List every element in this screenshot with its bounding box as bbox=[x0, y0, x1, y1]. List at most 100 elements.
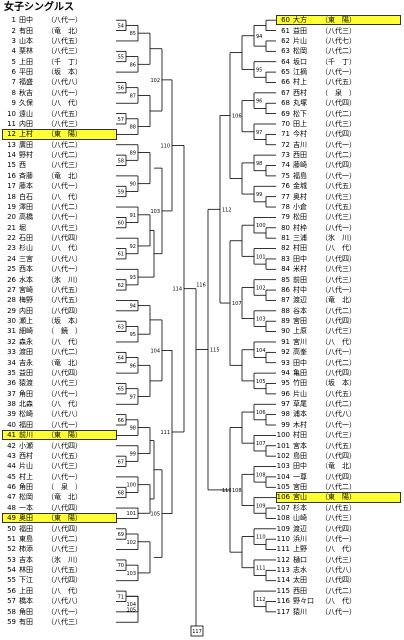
player-club: （八代三） bbox=[321, 275, 356, 284]
player-number: 83 bbox=[281, 254, 290, 263]
player-club: （八代三） bbox=[47, 161, 82, 170]
player-name: 高峯 bbox=[293, 348, 307, 357]
match-number: 93 bbox=[130, 275, 136, 281]
player-number: 10 bbox=[7, 109, 16, 118]
player-number: 42 bbox=[7, 441, 16, 450]
player-number: 54 bbox=[7, 566, 16, 575]
player-name: 田中 bbox=[293, 462, 307, 471]
player-club: （八代四） bbox=[47, 368, 82, 377]
player-number: 91 bbox=[281, 337, 290, 346]
match-number: 92 bbox=[130, 244, 136, 250]
player-club: （八代二） bbox=[47, 202, 82, 211]
player-number: 68 bbox=[281, 99, 290, 108]
player-number: 92 bbox=[281, 348, 290, 357]
player-name: 草尾 bbox=[293, 400, 307, 409]
match-number: 91 bbox=[130, 213, 136, 219]
player-name: 亀田 bbox=[293, 368, 307, 377]
player-club: （八代三） bbox=[47, 223, 82, 232]
player-club: （八代四） bbox=[321, 130, 356, 139]
player-name: 村田 bbox=[293, 244, 307, 253]
player-number: 106 bbox=[276, 493, 290, 502]
player-club: （八代一） bbox=[47, 88, 82, 97]
match-number: 86 bbox=[130, 62, 136, 68]
player-club: （八代三） bbox=[321, 119, 356, 128]
player-club: （八 代） bbox=[47, 244, 82, 253]
player-name: 吉本 bbox=[19, 555, 33, 564]
player-name: 上田 bbox=[19, 586, 33, 595]
player-club: （八代一） bbox=[321, 68, 356, 77]
player-name: 福田 bbox=[19, 420, 33, 429]
match-number: 103 bbox=[256, 317, 266, 323]
player-number: 105 bbox=[276, 483, 290, 492]
player-name: 浦本 bbox=[293, 410, 307, 419]
player-number: 12 bbox=[7, 130, 16, 139]
match-number: 101 bbox=[126, 511, 136, 517]
player-name: 東島 bbox=[19, 534, 33, 543]
player-club: （八代三） bbox=[321, 265, 356, 274]
player-number: 13 bbox=[7, 140, 16, 149]
player-name: 野村 bbox=[19, 151, 33, 160]
player-name: 石田 bbox=[19, 234, 33, 243]
player-number: 93 bbox=[281, 358, 290, 367]
player-club: （八代三） bbox=[321, 213, 356, 222]
match-number: 66 bbox=[118, 418, 124, 424]
match-number: 112 bbox=[256, 597, 266, 603]
player-name: 遠山 bbox=[19, 109, 33, 118]
match-number: 60 bbox=[118, 221, 124, 227]
match-number: 101 bbox=[256, 254, 266, 260]
player-number: 61 bbox=[281, 26, 290, 35]
final-match-number: 117 bbox=[192, 629, 202, 635]
player-club: （ 鏡 ） bbox=[47, 327, 82, 336]
match-number: 100 bbox=[126, 483, 136, 489]
player-name: 柿添 bbox=[19, 545, 33, 554]
match-number: 107 bbox=[256, 441, 266, 447]
player-number: 113 bbox=[276, 566, 290, 575]
player-club: （八代三） bbox=[47, 617, 82, 626]
player-name: 志水 bbox=[293, 566, 307, 575]
player-number: 8 bbox=[11, 88, 16, 97]
player-number: 74 bbox=[281, 161, 290, 170]
player-name: 宮田 bbox=[293, 317, 307, 326]
player-number: 14 bbox=[7, 151, 16, 160]
player-number: 90 bbox=[281, 327, 290, 336]
player-club: （千 丁） bbox=[321, 57, 356, 66]
player-name: 松岡 bbox=[293, 47, 307, 56]
match-number: 110 bbox=[160, 143, 170, 149]
player-club: （八代四） bbox=[321, 161, 356, 170]
player-number: 33 bbox=[7, 348, 16, 357]
player-club: （八代四） bbox=[47, 503, 82, 512]
player-club: （八代三） bbox=[321, 431, 356, 440]
player-number: 58 bbox=[7, 607, 16, 616]
player-name: 澤田 bbox=[19, 202, 33, 211]
player-number: 112 bbox=[276, 555, 290, 564]
player-club: （八 代） bbox=[321, 597, 356, 606]
player-name: 三浦 bbox=[293, 234, 307, 243]
player-number: 80 bbox=[281, 223, 290, 232]
